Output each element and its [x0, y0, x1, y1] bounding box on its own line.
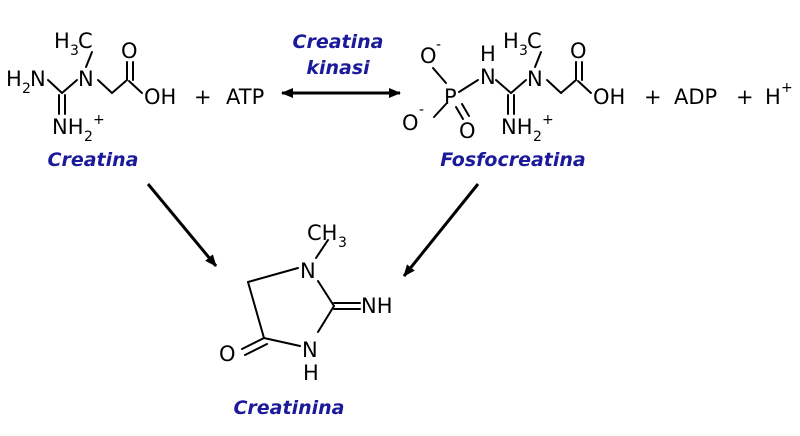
double-bond — [455, 106, 464, 120]
methyl-subscript: 3 — [519, 43, 528, 59]
bond — [534, 51, 542, 68]
methyl-h: H — [503, 29, 519, 53]
bond — [247, 281, 265, 339]
phosphorus: P — [444, 85, 457, 109]
creatine-label: Creatina — [48, 149, 139, 171]
bond — [432, 67, 447, 84]
amine-n: N — [527, 67, 543, 91]
creatinine-structure: N CH 3 NH N H O — [219, 221, 393, 385]
bond — [315, 239, 329, 259]
bond — [577, 80, 592, 94]
double-bond — [244, 343, 268, 356]
bond — [546, 79, 562, 94]
amide-n: N — [480, 65, 496, 89]
methyl-ch: CH — [307, 221, 337, 245]
amino-n: N — [30, 67, 46, 91]
atp-label: ATP — [226, 85, 264, 109]
bond — [111, 79, 128, 94]
enzyme-name-line2: kinasi — [306, 57, 370, 79]
adp-label: ADP — [674, 85, 717, 109]
methyl-h: H — [54, 29, 70, 53]
charge-minus: - — [419, 102, 424, 118]
proton-label: H — [765, 85, 781, 109]
bond — [433, 103, 447, 118]
hydroxyl-oh: OH — [144, 85, 176, 109]
amide-h: H — [480, 42, 496, 66]
methyl-c: C — [527, 29, 542, 53]
iminium-charge: + — [542, 112, 554, 128]
plus-sign: + — [644, 85, 662, 109]
ring-n3: N — [302, 338, 318, 362]
ring-n1: N — [300, 259, 316, 283]
bond — [247, 267, 299, 283]
bond — [97, 79, 113, 94]
bond — [85, 51, 93, 68]
bond — [560, 79, 577, 94]
phosphate-o-left: O — [402, 111, 419, 135]
phosphate-o-top: O — [420, 44, 437, 68]
carbonyl-o: O — [570, 39, 587, 63]
ring-n3-h: H — [303, 361, 319, 385]
creatinine-label: Creatinina — [233, 397, 344, 419]
plus-sign: + — [736, 85, 754, 109]
double-bond — [241, 337, 265, 350]
enzyme-name-line1: Creatina — [293, 31, 384, 53]
hydroxyl-oh: OH — [593, 85, 625, 109]
proton-charge: + — [781, 80, 793, 96]
bond — [263, 337, 301, 347]
methyl-subscript: 3 — [70, 43, 79, 59]
bond — [47, 79, 63, 94]
iminium-subscript: 2 — [84, 129, 93, 145]
bond — [495, 79, 512, 94]
bond — [61, 79, 78, 94]
phosphocreatine-structure: O - P O - O H N NH 2 + N H 3 C — [402, 29, 625, 145]
bond — [317, 305, 335, 333]
creatine-structure: H 3 C N H 2 N NH 2 + O OH — [6, 29, 176, 145]
bond — [458, 79, 479, 93]
iminium-subscript: 2 — [533, 129, 542, 145]
iminium-charge: + — [93, 112, 105, 128]
carbonyl-o: O — [219, 342, 236, 366]
bond — [317, 280, 335, 307]
phosphocreatine-label: Fosfocreatina — [440, 149, 585, 171]
amino-h: H — [6, 67, 22, 91]
creatine-to-creatinine-arrow — [146, 183, 218, 267]
imine-nh: NH — [361, 294, 393, 318]
plus-sign: + — [194, 85, 212, 109]
methyl-c: C — [78, 29, 93, 53]
double-bond — [461, 103, 470, 117]
amino-subscript: 2 — [22, 81, 31, 97]
bond — [510, 79, 527, 94]
iminium-nh: NH — [501, 115, 533, 139]
phosphocreatine-to-creatinine-arrow — [402, 183, 480, 277]
bond — [128, 80, 143, 94]
methyl-subscript: 3 — [338, 235, 347, 251]
charge-minus: - — [436, 37, 441, 53]
phosphate-o-double: O — [459, 119, 476, 143]
amine-n: N — [78, 67, 94, 91]
iminium-nh: NH — [52, 115, 84, 139]
carbonyl-o: O — [121, 39, 138, 63]
